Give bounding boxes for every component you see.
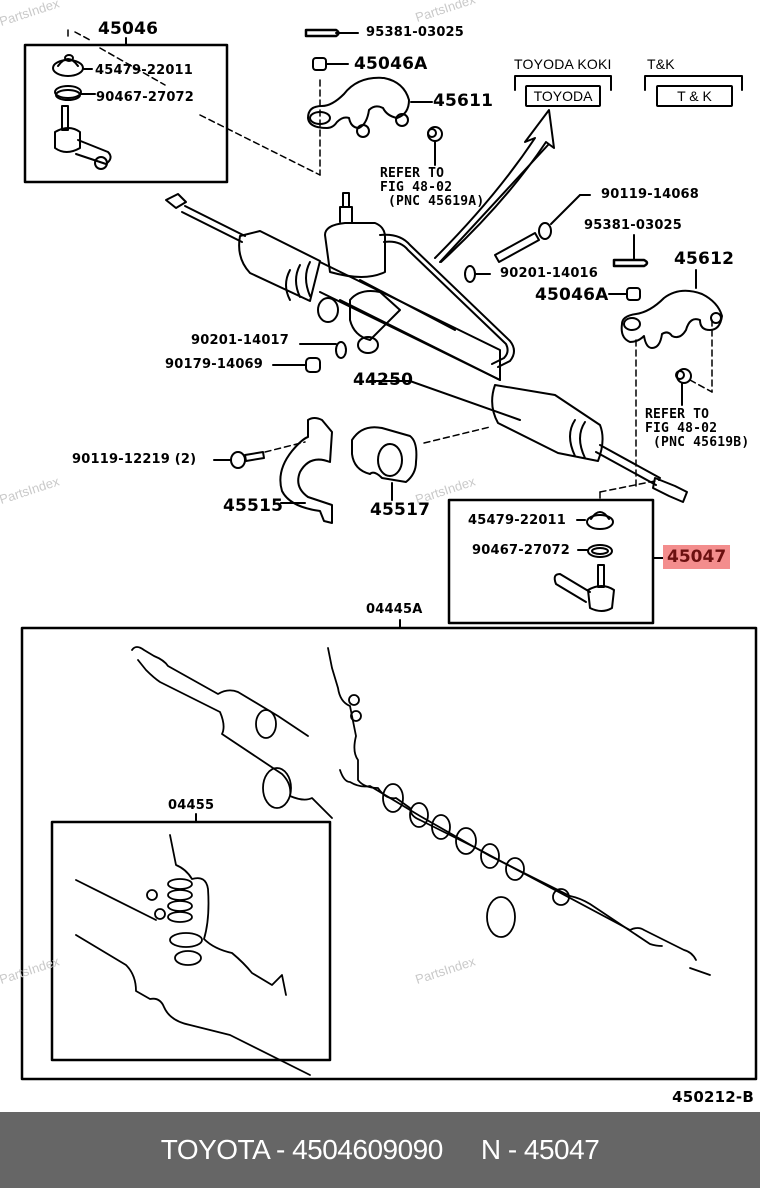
part-label-90201-14017[interactable]: 90201-14017 bbox=[191, 333, 290, 348]
footer-brand-part: TOYOTA - 4504609090 bbox=[160, 1134, 444, 1165]
bracket-bolt-icon bbox=[213, 441, 306, 469]
washer-rh-icon bbox=[464, 265, 491, 283]
leader-lines-rack bbox=[423, 319, 713, 501]
cotter-pin-rh-icon bbox=[612, 234, 649, 268]
part-label-90201-14016[interactable]: 90201-14016 bbox=[500, 266, 599, 281]
dust-cover-lh-icon bbox=[52, 54, 93, 77]
figure-code: 450212-B bbox=[672, 1088, 754, 1106]
brand-badge-tk: T & K bbox=[656, 85, 733, 107]
brand-heading-tk: T&K bbox=[647, 56, 675, 72]
ring-rh-icon bbox=[577, 544, 613, 558]
valve-kit-outline-icon bbox=[75, 834, 311, 1076]
grommet-icon bbox=[351, 426, 418, 501]
footer-pnc: N - 45047 bbox=[480, 1134, 600, 1165]
footer-bar: TOYOTA - 4504609090 N - 45047 bbox=[0, 1112, 760, 1188]
gasket-kit-outline-icon bbox=[131, 646, 711, 976]
steering-rack-icon bbox=[165, 192, 688, 503]
tie-rod-end-rh-icon bbox=[553, 564, 615, 612]
part-label-95381-03025-top[interactable]: 95381-03025 bbox=[366, 25, 465, 40]
tie-rod-end-lh-icon bbox=[54, 105, 112, 170]
part-label-45515[interactable]: 45515 bbox=[223, 496, 284, 516]
bracket-icon bbox=[279, 417, 333, 524]
direction-arrow-icon bbox=[434, 109, 555, 263]
refer-note-rh: REFER TO FIG 48-02 (PNC 45619B) bbox=[645, 407, 750, 450]
part-label-45479-22011-rh[interactable]: 45479-22011 bbox=[468, 513, 567, 528]
part-label-45047-highlighted[interactable]: 45047 bbox=[663, 545, 731, 569]
bushing-rh-icon bbox=[675, 368, 692, 406]
nut-rh-icon bbox=[608, 287, 641, 301]
part-label-45611[interactable]: 45611 bbox=[433, 91, 494, 111]
dust-cover-rh-icon bbox=[576, 511, 614, 530]
part-label-04445A[interactable]: 04445A bbox=[366, 602, 423, 617]
brand-brackets bbox=[514, 75, 743, 91]
part-label-45046[interactable]: 45046 bbox=[98, 19, 159, 39]
part-label-90179-14069[interactable]: 90179-14069 bbox=[165, 357, 264, 372]
part-label-90119-12219[interactable]: 90119-12219 (2) bbox=[72, 452, 197, 467]
gear-assy-leader bbox=[409, 380, 521, 421]
nut-top-icon bbox=[312, 57, 349, 71]
bushing-lh-icon bbox=[427, 126, 443, 166]
valve-kit-box bbox=[50, 813, 332, 1076]
part-label-90119-14068[interactable]: 90119-14068 bbox=[601, 187, 700, 202]
steering-gear-diagram bbox=[20, 28, 758, 1081]
part-label-90467-27072-lh[interactable]: 90467-27072 bbox=[96, 90, 195, 105]
knuckle-arm-rh-icon bbox=[620, 269, 723, 349]
part-label-90467-27072-rh[interactable]: 90467-27072 bbox=[472, 543, 571, 558]
part-label-45046A-rh[interactable]: 45046A bbox=[535, 285, 609, 305]
gasket-kit-box bbox=[20, 619, 758, 1081]
cotter-pin-top-icon bbox=[304, 28, 359, 38]
nut-lh-icon bbox=[272, 357, 321, 373]
brand-badge-toyoda: TOYODA bbox=[525, 85, 601, 107]
part-label-45612[interactable]: 45612 bbox=[674, 249, 735, 269]
ring-lh-icon bbox=[54, 85, 96, 101]
part-label-04455[interactable]: 04455 bbox=[168, 798, 215, 813]
part-label-44250[interactable]: 44250 bbox=[353, 370, 414, 390]
brand-heading-toyoda-koki: TOYODA KOKI bbox=[514, 56, 612, 72]
refer-note-lh: REFER TO FIG 48-02 (PNC 45619A) bbox=[380, 166, 485, 209]
part-label-45046A-top[interactable]: 45046A bbox=[354, 54, 428, 74]
bolt-rh-icon bbox=[494, 194, 591, 263]
leader-lines-top bbox=[67, 29, 321, 176]
knuckle-arm-lh-icon bbox=[307, 76, 433, 138]
tie-rod-end-rh-box bbox=[447, 498, 665, 625]
part-label-45517[interactable]: 45517 bbox=[370, 500, 431, 520]
tie-rod-end-lh-box bbox=[23, 37, 229, 184]
part-label-95381-03025-rh[interactable]: 95381-03025 bbox=[584, 218, 683, 233]
part-label-45479-22011-lh[interactable]: 45479-22011 bbox=[95, 63, 194, 78]
washer-lh-icon bbox=[299, 341, 347, 359]
